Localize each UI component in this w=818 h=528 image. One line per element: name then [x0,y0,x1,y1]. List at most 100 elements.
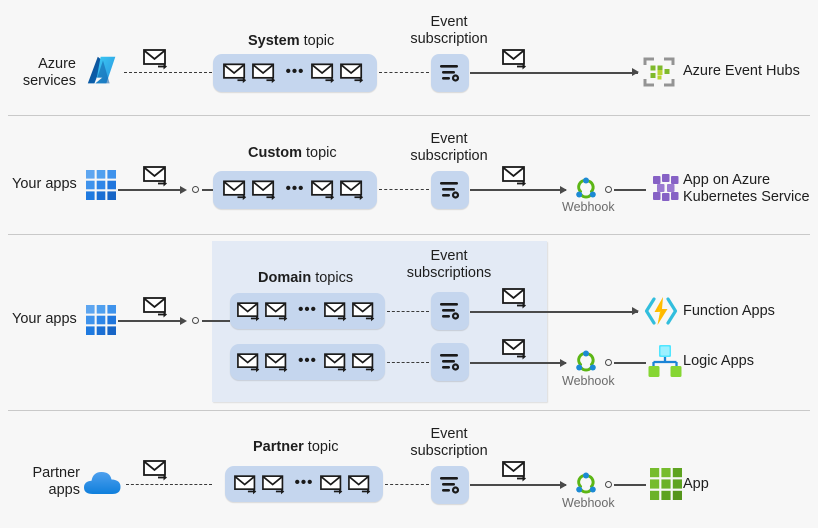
connector-subscription-to-webhook-4 [470,484,566,486]
row-separator-2 [8,234,810,235]
connector-source-to-node-3 [118,320,182,322]
envelope-icon [222,179,250,201]
topic-title-rest: topic [299,33,335,49]
envelope-icon [265,301,291,322]
domain-topic-pill-1[interactable]: ••• [230,293,385,329]
event-subscription-tile-2[interactable] [431,171,469,209]
topic-ellipsis: ••• [285,62,305,80]
connector-sub-to-function-apps [470,311,638,313]
endpoint-dot-webhook-4 [605,481,612,488]
webhook-label-4: Webhook [562,496,615,510]
topic-ellipsis: ••• [298,300,317,318]
function-apps-icon [644,295,678,327]
envelope-arrow-icon [143,165,171,187]
envelope-icon [351,301,378,322]
arrow-head-2b [560,185,567,194]
endpoint-dot-2 [192,186,199,193]
handler-label-function-apps: Function Apps [683,303,775,319]
envelope-icon [237,301,263,322]
aks-icon [650,171,684,205]
arrow-head-3b [632,307,639,315]
webhook-icon [572,348,600,376]
envelope-icon [323,301,350,322]
topic-ellipsis: ••• [285,179,305,197]
app-grid-green-icon [650,468,682,500]
envelope-icon [261,474,288,495]
topic-title-custom: Custom topic [248,145,337,161]
envelope-arrow-icon [143,296,171,318]
envelope-icon [265,352,291,373]
envelope-icon [320,474,346,495]
connector-source-to-topic-4 [126,484,212,485]
connector-source-to-node-2 [118,189,182,191]
event-subscription-tile-4[interactable] [431,466,469,504]
source-label-your-apps-domain: Your apps [12,311,77,327]
endpoint-dot-3 [192,317,199,324]
connector-topic-to-subscription-2 [379,189,429,190]
source-label-azure-services: Azure services [22,56,76,89]
webhook-icon [572,175,600,203]
filter-gear-icon [438,351,462,373]
connector-webhook-to-logic-apps [614,362,646,364]
envelope-icon [323,352,350,373]
endpoint-dot-webhook-2 [605,186,612,193]
connector-webhook-to-app-4 [614,484,646,486]
envelope-arrow-icon [502,48,530,70]
connector-domain-topic-1-to-sub [387,311,429,312]
envelope-arrow-icon [502,287,530,309]
envelope-icon [237,352,263,373]
arrow-head-2a [180,185,187,194]
filter-gear-icon [438,300,462,322]
topic-title-bold: Partner [253,439,304,455]
topic-pill-partner[interactable]: ••• [225,466,383,502]
source-label-partner-apps: Partner apps [32,465,80,498]
envelope-icon [233,474,260,495]
arrow-head-3c [560,358,567,367]
subscription-caption-2: Event subscription [410,131,488,164]
logic-apps-icon [648,344,682,378]
envelope-arrow-icon [143,459,171,481]
topic-title-rest: topic [301,145,337,161]
connector-node-to-topic-2 [202,189,214,191]
handler-label-app: App [683,476,709,492]
domain-topic-pill-2[interactable]: ••• [230,344,385,380]
connector-subscription-to-handler-1 [470,72,638,74]
topic-ellipsis: ••• [298,351,317,369]
topic-pill-system[interactable]: ••• [213,54,377,92]
envelope-icon [311,62,338,84]
handler-label-logic-apps: Logic Apps [683,353,754,369]
envelope-icon [251,179,279,201]
handler-label-aks: App on Azure Kubernetes Service [683,172,810,205]
cloud-blue-icon [82,466,124,498]
webhook-icon [572,470,600,498]
row-separator-3 [8,410,810,411]
topic-title-rest: topics [311,270,354,286]
arrow-head-3a [180,316,187,325]
event-subscription-tile-1[interactable] [431,54,469,92]
webhook-label-3: Webhook [562,374,615,388]
connector-source-to-topic-1 [124,72,212,73]
subscription-caption-1: Event subscription [410,14,488,47]
row-separator-1 [8,115,810,116]
arrow-head-1 [632,68,639,76]
topic-pill-custom[interactable]: ••• [213,171,377,209]
envelope-icon [348,474,374,495]
envelope-icon [251,62,279,84]
connector-webhook-to-handler-2 [614,189,646,191]
subscription-caption-3: Event subscriptions [406,248,492,281]
topic-title-rest: topic [303,439,339,455]
connector-topic-to-subscription-1 [379,72,429,73]
apps-grid-blue-icon [86,305,116,335]
connector-topic-to-subscription-4 [385,484,429,485]
envelope-icon [351,352,378,373]
topic-ellipsis: ••• [294,473,314,491]
event-subscription-tile-3a[interactable] [431,292,469,330]
endpoint-dot-webhook-3 [605,359,612,366]
connector-sub-to-webhook-3 [470,362,566,364]
envelope-icon [340,62,367,84]
topic-title-bold: Domain [258,270,312,286]
filter-gear-icon [438,474,462,496]
event-subscription-tile-3b[interactable] [431,343,469,381]
topic-title-system: System topic [248,33,334,49]
